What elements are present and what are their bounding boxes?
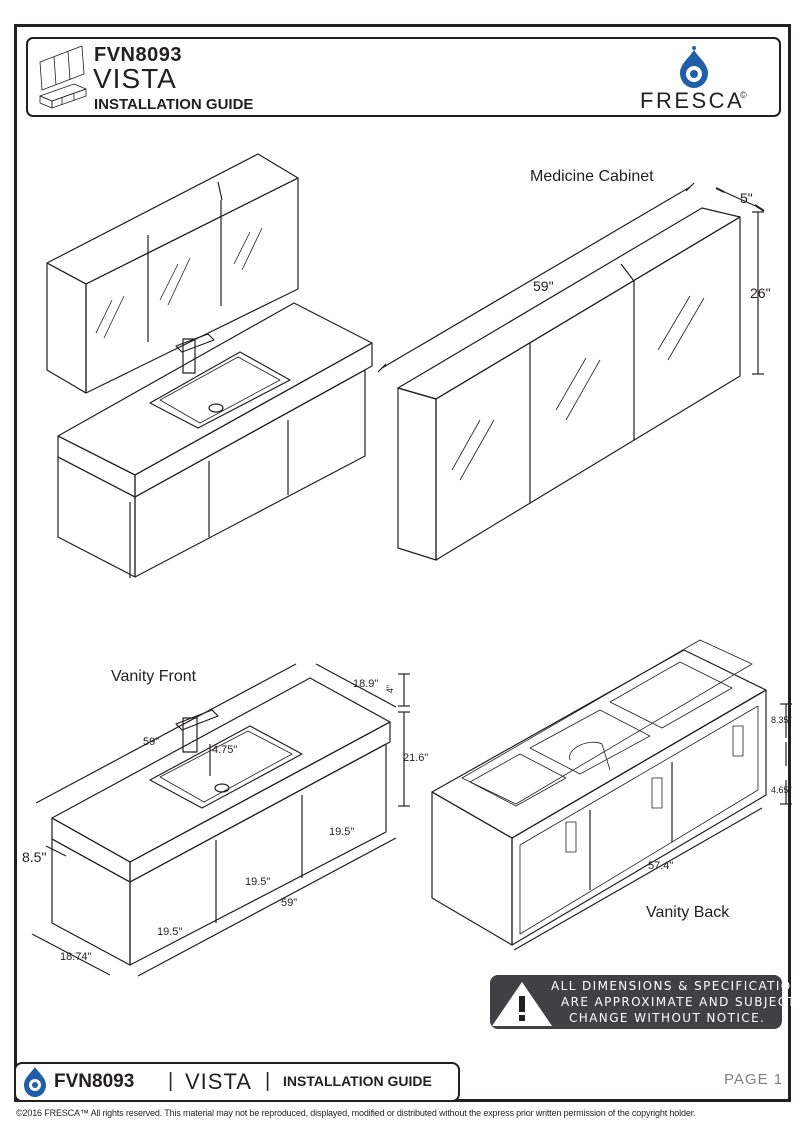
header-name: VISTA <box>93 63 177 94</box>
vanity-front-side-depth: 18.74" <box>60 951 92 963</box>
vanity-back-upper-gap: 8.35" <box>771 715 792 725</box>
vanity-front-offset: 8.5" <box>22 849 47 865</box>
vanity-front-top-width: 59" <box>143 736 160 748</box>
vanity-front-label: Vanity Front <box>111 668 197 685</box>
thumbnail-icon <box>39 45 87 109</box>
assembly-vanity <box>57 302 373 578</box>
brand-name: FRESCA <box>640 88 745 113</box>
medicine-cabinet-height: 26" <box>750 285 771 301</box>
footer-guide: INSTALLATION GUIDE <box>283 1073 432 1089</box>
vanity-front-door-left: 19.5" <box>157 926 183 938</box>
vanity-front-depth: 18.9" <box>353 678 379 690</box>
footer-model: FVN8093 <box>54 1071 135 1092</box>
vanity-back-width: 57.4" <box>648 860 674 872</box>
footer-separator-2: | <box>265 1070 271 1092</box>
warning-line-3: CHANGE WITHOUT NOTICE. <box>569 1011 766 1025</box>
header-box <box>26 37 781 117</box>
assembly-medicine-cabinet <box>46 153 299 394</box>
vanity-front-bottom-width: 59" <box>281 897 298 909</box>
brand-registered: © <box>740 90 747 100</box>
warning-line-1: ALL DIMENSIONS & SPECIFICATIONS <box>551 979 808 993</box>
vanity-front-door-right: 19.5" <box>329 826 355 838</box>
medicine-cabinet-depth: 5" <box>740 190 753 206</box>
vanity-back-lower-gap: 4.65" <box>771 785 792 795</box>
vanity-front-door-center: 19.5" <box>245 876 271 888</box>
vanity-front-height: 21.6" <box>403 752 429 764</box>
vanity-front-sink-depth: 4.75" <box>212 744 238 756</box>
header-model: FVN8093 <box>94 44 182 66</box>
fresca-logo-icon <box>680 46 708 88</box>
vanity-front-view <box>31 663 410 977</box>
page-number: PAGE 1 <box>724 1071 784 1088</box>
vanity-back-label: Vanity Back <box>646 904 730 921</box>
medicine-cabinet-view <box>377 182 765 561</box>
copyright-notice: ©2016 FRESCA™ All rights reserved. This … <box>16 1108 696 1118</box>
vanity-back-view <box>431 639 792 951</box>
medicine-cabinet-width: 59" <box>533 278 554 294</box>
footer-name: VISTA <box>185 1069 252 1094</box>
medicine-cabinet-label: Medicine Cabinet <box>530 168 654 185</box>
warning-line-2: ARE APPROXIMATE AND SUBJECT TO <box>561 995 808 1009</box>
footer-separator-1: | <box>168 1070 174 1092</box>
header-guide: INSTALLATION GUIDE <box>94 96 254 113</box>
footer-box <box>14 1062 460 1102</box>
